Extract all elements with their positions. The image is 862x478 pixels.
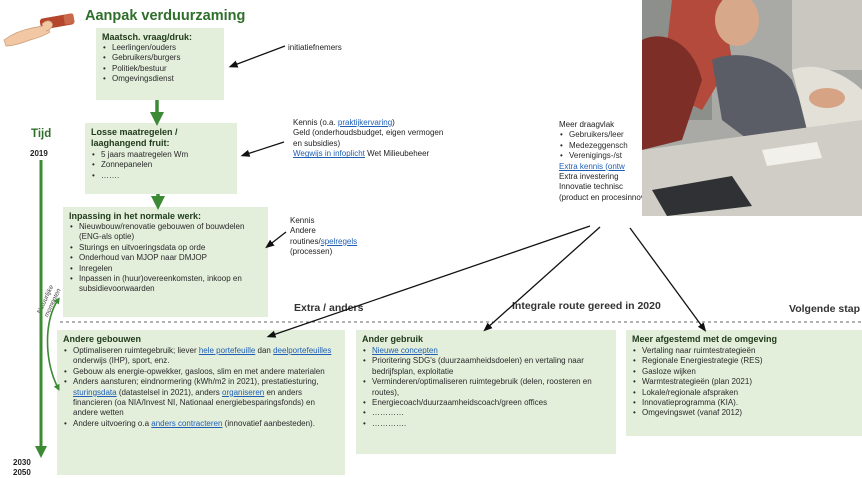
- year-end-2050: 2050: [13, 468, 31, 477]
- list-item: 5 jaars maatregelen Wm: [91, 150, 231, 161]
- list-item: Politiek/bestuur: [102, 64, 218, 75]
- box-ander-gebruik: Ander gebruik Nieuwe concepten Prioriter…: [356, 330, 616, 454]
- list-item: Innovatieprogramma (KIA).: [632, 398, 856, 409]
- link-nieuwe-concepten[interactable]: Nieuwe concepten: [372, 346, 438, 355]
- year-end-2030: 2030: [13, 458, 31, 467]
- link-wegwijs-infoplicht[interactable]: Wegwijs in infoplicht: [293, 149, 365, 159]
- link-organiseren[interactable]: organiseren: [222, 387, 265, 397]
- box-title: Maatsch. vraag/druk:: [102, 32, 193, 42]
- link-sturingsdata[interactable]: sturingsdata: [73, 387, 117, 397]
- meeting-photo: [642, 0, 862, 216]
- note-kennis-geld: Kennis (o.a. praktijkervaring) Geld (ond…: [293, 118, 444, 159]
- bullet-list: Optimaliseren ruimtegebruik; liever hele…: [63, 346, 339, 430]
- list-item: Gebruikers/leer: [559, 130, 699, 141]
- list-item: Nieuwbouw/renovatie gebouwen of bouwdele…: [69, 222, 262, 243]
- list-item: Onderhoud van MJOP naar DMJOP: [69, 253, 262, 264]
- box-title: Meer afgestemd met de omgeving: [632, 334, 778, 344]
- list-item: Zonnepanelen: [91, 160, 231, 171]
- pointer-initiatiefnemers: [228, 45, 286, 68]
- link-extra-kennis[interactable]: Extra kennis (ontw: [559, 161, 625, 171]
- list-item: …….: [91, 171, 231, 182]
- list-item: Leerlingen/ouders: [102, 43, 218, 54]
- list-item: Energiecoach/duurzaamheidscoach/green of…: [362, 398, 610, 409]
- list-item: Anders aansturen; eindnormering (kWh/m2 …: [63, 377, 339, 419]
- note-kennis-routines: Kennis Andere routines/spelregels (proce…: [290, 216, 358, 257]
- stage-extra-anders: Extra / anders: [294, 302, 364, 314]
- box-title-line2: laaghangend fruit:: [91, 138, 170, 148]
- list-item: ………….: [362, 419, 610, 430]
- loop-arrow: [46, 297, 60, 391]
- list-item: Andere uitvoering o.a anders contractere…: [63, 418, 339, 430]
- list-item: Vertaling naar ruimtestrategieën: [632, 346, 856, 357]
- box-title-line1: Losse maatregelen /: [91, 127, 178, 137]
- list-item: Regionale Energiestrategie (RES): [632, 356, 856, 367]
- bullet-list: Leerlingen/ouders Gebruikers/burgers Pol…: [102, 43, 218, 85]
- list-item: Gebruikers/burgers: [102, 53, 218, 64]
- list-item: Verminderen/optimaliseren ruimtegebruik …: [362, 377, 610, 398]
- list-item: Verenigings-/st: [559, 151, 699, 162]
- page-title: Aanpak verduurzaming: [85, 8, 246, 24]
- box-title: Inpassing in het normale werk:: [69, 211, 202, 221]
- note-initiatiefnemers: initiatiefnemers: [288, 43, 342, 52]
- stage-volgende-stap: Volgende stap: [789, 303, 860, 315]
- bullet-list: Nieuwbouw/renovatie gebouwen of bouwdele…: [69, 222, 262, 295]
- note-meer-draagvlak: Meer draagvlak Gebruikers/leer Medezegge…: [559, 120, 699, 203]
- bullet-list: Vertaling naar ruimtestrategieën Regiona…: [632, 346, 856, 419]
- box-losse-maatregelen: Losse maatregelen / laaghangend fruit: 5…: [85, 123, 237, 194]
- list-item: Lokale/regionale afspraken: [632, 388, 856, 399]
- list-item: Inpassen in (huur)overeenkomsten, inkoop…: [69, 274, 262, 295]
- box-maatschappelijke-vraag: Maatsch. vraag/druk: Leerlingen/ouders G…: [96, 28, 224, 100]
- list-item: Medezeggensch: [559, 141, 699, 152]
- bullet-list: 5 jaars maatregelen Wm Zonnepanelen …….: [91, 150, 231, 182]
- list-item: Gasloze wijken: [632, 367, 856, 378]
- year-start: 2019: [30, 149, 48, 158]
- fan-arrow-omgeving: [629, 227, 707, 332]
- list-item: …………: [362, 408, 610, 419]
- fan-arrow-gebouwen: [266, 225, 591, 338]
- list-item: Gebouw als energie-opwekker, gasloos, sl…: [63, 367, 339, 378]
- bullet-list: Nieuwe concepten Prioritering SDG's (duu…: [362, 346, 610, 430]
- box-inpassing-normale-werk: Inpassing in het normale werk: Nieuwbouw…: [63, 207, 268, 317]
- box-title: Andere gebouwen: [63, 334, 142, 344]
- list-item: Omgevingsdienst: [102, 74, 218, 85]
- pointer-kennis-geld: [240, 141, 285, 157]
- list-item: Prioritering SDG's (duurzaamheidsdoelen)…: [362, 356, 610, 377]
- list-item: Inregelen: [69, 264, 262, 275]
- link-praktijkervaring[interactable]: praktijkervaring: [337, 118, 393, 127]
- box-title: Ander gebruik: [362, 334, 424, 344]
- list-item: Sturings en uitvoeringsdata op orde: [69, 243, 262, 254]
- hand-holding-plank-icon: [3, 13, 75, 47]
- list-item: Optimaliseren ruimtegebruik; liever hele…: [63, 346, 339, 367]
- box-andere-gebouwen: Andere gebouwen Optimaliseren ruimtegebr…: [57, 330, 345, 475]
- fan-arrow-gebruik: [483, 226, 601, 332]
- pointer-kennis-routines: [265, 231, 287, 249]
- link-anders-contracteren[interactable]: anders contracteren: [151, 418, 223, 428]
- timeline-label: Tijd: [31, 128, 52, 140]
- list-item: Warmtestrategieën (plan 2021): [632, 377, 856, 388]
- list-item: Omgevingswet (vanaf 2012): [632, 408, 856, 419]
- link-deelportefeuilles[interactable]: deelportefeuilles: [273, 346, 332, 355]
- list-item: Nieuwe concepten: [362, 346, 610, 357]
- stage-integrale-route: Integrale route gereed in 2020: [512, 300, 661, 312]
- box-omgeving: Meer afgestemd met de omgeving Vertaling…: [626, 330, 862, 436]
- link-spelregels[interactable]: spelregels: [320, 236, 358, 246]
- link-hele-portefeuille[interactable]: hele portefeuille: [198, 346, 256, 355]
